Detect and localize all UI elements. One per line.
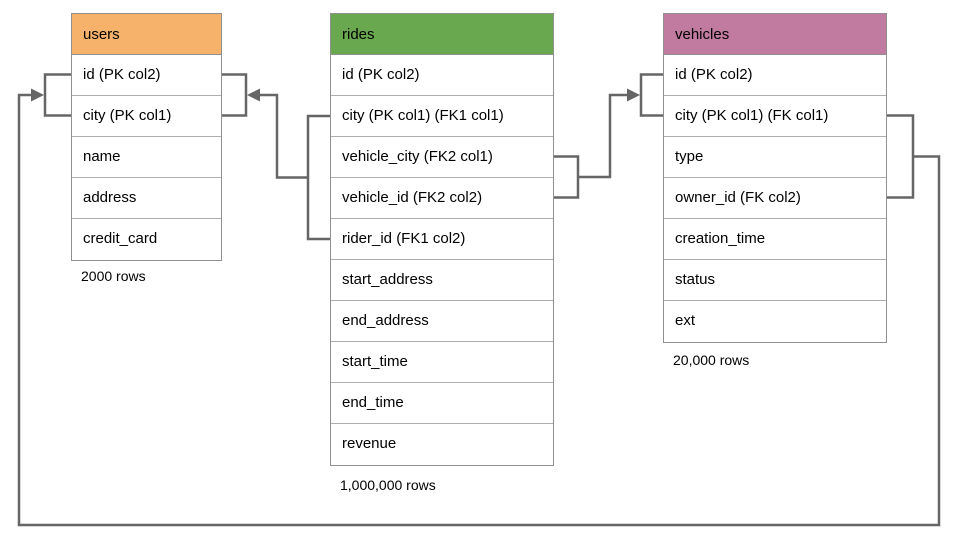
fk1-connector-line: [251, 93, 308, 179]
fk1-users-bracket: [222, 73, 248, 117]
fk1-rides-bracket: [306, 114, 330, 241]
table-rides[interactable]: rides id (PK col2)city (PK col1) (FK1 co…: [330, 13, 554, 466]
rides-rowcount-label: 1,000,000 rows: [340, 477, 436, 493]
table-column-row: ext: [664, 301, 886, 342]
table-column-row: address: [72, 178, 221, 219]
table-vehicles-columns: id (PK col2)city (PK col1) (FK col1)type…: [664, 55, 886, 342]
table-column-row: credit_card: [72, 219, 221, 260]
table-vehicles[interactable]: vehicles id (PK col2)city (PK col1) (FK …: [663, 13, 887, 343]
table-column-row: city (PK col1) (FK1 col1): [331, 96, 553, 137]
table-column-row: id (PK col2): [72, 55, 221, 96]
table-rides-columns: id (PK col2)city (PK col1) (FK1 col1)veh…: [331, 55, 553, 465]
fk3-arrowhead: [31, 88, 44, 102]
table-rides-header: rides: [331, 14, 553, 55]
table-column-row: city (PK col1) (FK col1): [664, 96, 886, 137]
table-vehicles-header: vehicles: [664, 14, 886, 55]
table-column-row: rider_id (FK1 col2): [331, 219, 553, 260]
fk3-vehicles-bracket: [887, 114, 915, 199]
fk3-users-bracket: [43, 73, 71, 117]
table-column-row: revenue: [331, 424, 553, 465]
fk2-rides-bracket: [554, 155, 580, 199]
table-column-row: end_time: [331, 383, 553, 424]
users-rowcount-label: 2000 rows: [81, 268, 146, 284]
table-column-row: end_address: [331, 301, 553, 342]
table-column-row: owner_id (FK col2): [664, 178, 886, 219]
table-column-row: type: [664, 137, 886, 178]
table-column-row: name: [72, 137, 221, 178]
table-column-row: start_address: [331, 260, 553, 301]
fk1-arrowhead: [247, 88, 260, 102]
table-users-header: users: [72, 14, 221, 55]
table-column-row: vehicle_id (FK2 col2): [331, 178, 553, 219]
table-column-row: id (PK col2): [664, 55, 886, 96]
table-column-row: vehicle_city (FK2 col1): [331, 137, 553, 178]
table-column-row: city (PK col1): [72, 96, 221, 137]
vehicles-rowcount-label: 20,000 rows: [673, 352, 750, 368]
fk2-connector-line: [578, 93, 637, 179]
table-column-row: status: [664, 260, 886, 301]
table-column-row: id (PK col2): [331, 55, 553, 96]
table-column-row: start_time: [331, 342, 553, 383]
table-column-row: creation_time: [664, 219, 886, 260]
fk2-vehicles-bracket: [639, 73, 663, 117]
fk2-arrowhead: [627, 88, 640, 102]
